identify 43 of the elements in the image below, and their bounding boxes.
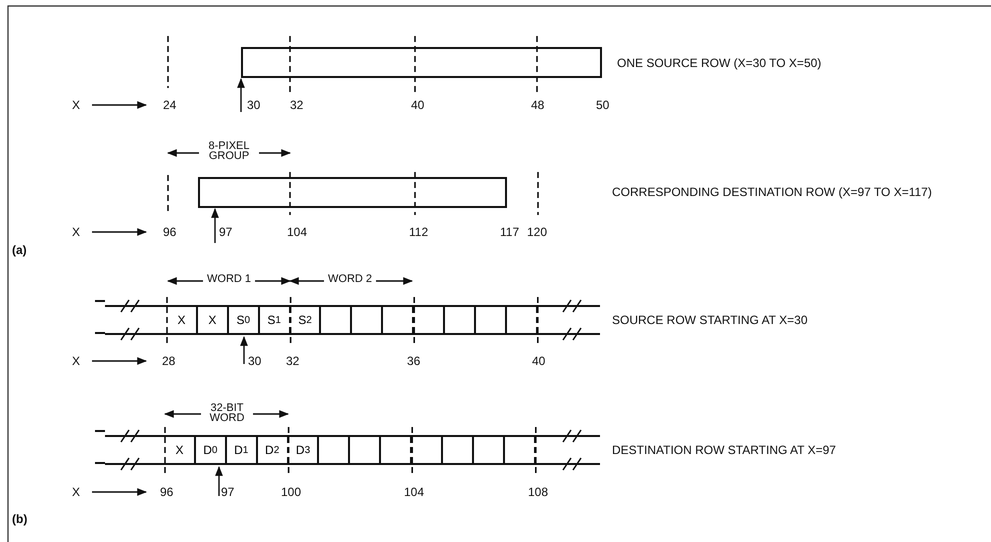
axis-number: 50 (596, 98, 610, 112)
axis-number: 40 (411, 98, 424, 112)
axis-label: X (72, 354, 80, 368)
axis-number: 112 (409, 225, 428, 239)
axis-number: 40 (532, 354, 546, 368)
axis-number: 108 (528, 485, 548, 499)
axis-number: 36 (407, 354, 420, 368)
axis-number: 48 (531, 98, 544, 112)
row-caption: ONE SOURCE ROW (X=30 TO X=50) (617, 56, 822, 70)
axis-number: 97 (219, 225, 232, 239)
dimension-label: 8-PIXEL GROUP (199, 141, 259, 161)
dimension-label: 32-BIT WORD (201, 403, 253, 423)
panel-label: (a) (12, 243, 27, 257)
axis-number: 28 (162, 354, 176, 368)
axis-number: 32 (290, 98, 304, 112)
axis-number: 30 (247, 98, 260, 112)
axis-number: 104 (404, 485, 424, 499)
axis-number: 96 (163, 225, 176, 239)
pixel-row-strip (105, 305, 600, 335)
axis-number: 104 (287, 225, 308, 239)
axis-number: 97 (221, 485, 234, 499)
axis-number: 30 (248, 354, 262, 368)
row-caption: DESTINATION ROW STARTING AT X=97 (612, 443, 836, 457)
axis-label: X (72, 225, 80, 239)
pixel-cell: X (167, 307, 198, 333)
axis-number: 117 (500, 225, 520, 239)
dimension-label: WORD 2 (324, 274, 376, 284)
axis-number: 120 (527, 225, 548, 239)
pixel-cell: X (198, 307, 229, 333)
dimension-label: WORD 1 (203, 274, 255, 284)
axis-label: X (72, 485, 80, 499)
axis-number: 96 (160, 485, 174, 499)
axis-number: 24 (163, 98, 176, 112)
pixel-cell: X (165, 437, 196, 463)
row-box (198, 177, 507, 208)
row-box (241, 47, 602, 78)
panel-label: (b) (12, 512, 28, 526)
axis-number: 100 (281, 485, 302, 499)
row-caption: SOURCE ROW STARTING AT X=30 (612, 313, 808, 327)
axis-number: 32 (286, 354, 300, 368)
pixel-row-strip (105, 435, 600, 465)
axis-label: X (72, 98, 80, 112)
row-caption: CORRESPONDING DESTINATION ROW (X=97 TO X=117) (612, 185, 932, 199)
